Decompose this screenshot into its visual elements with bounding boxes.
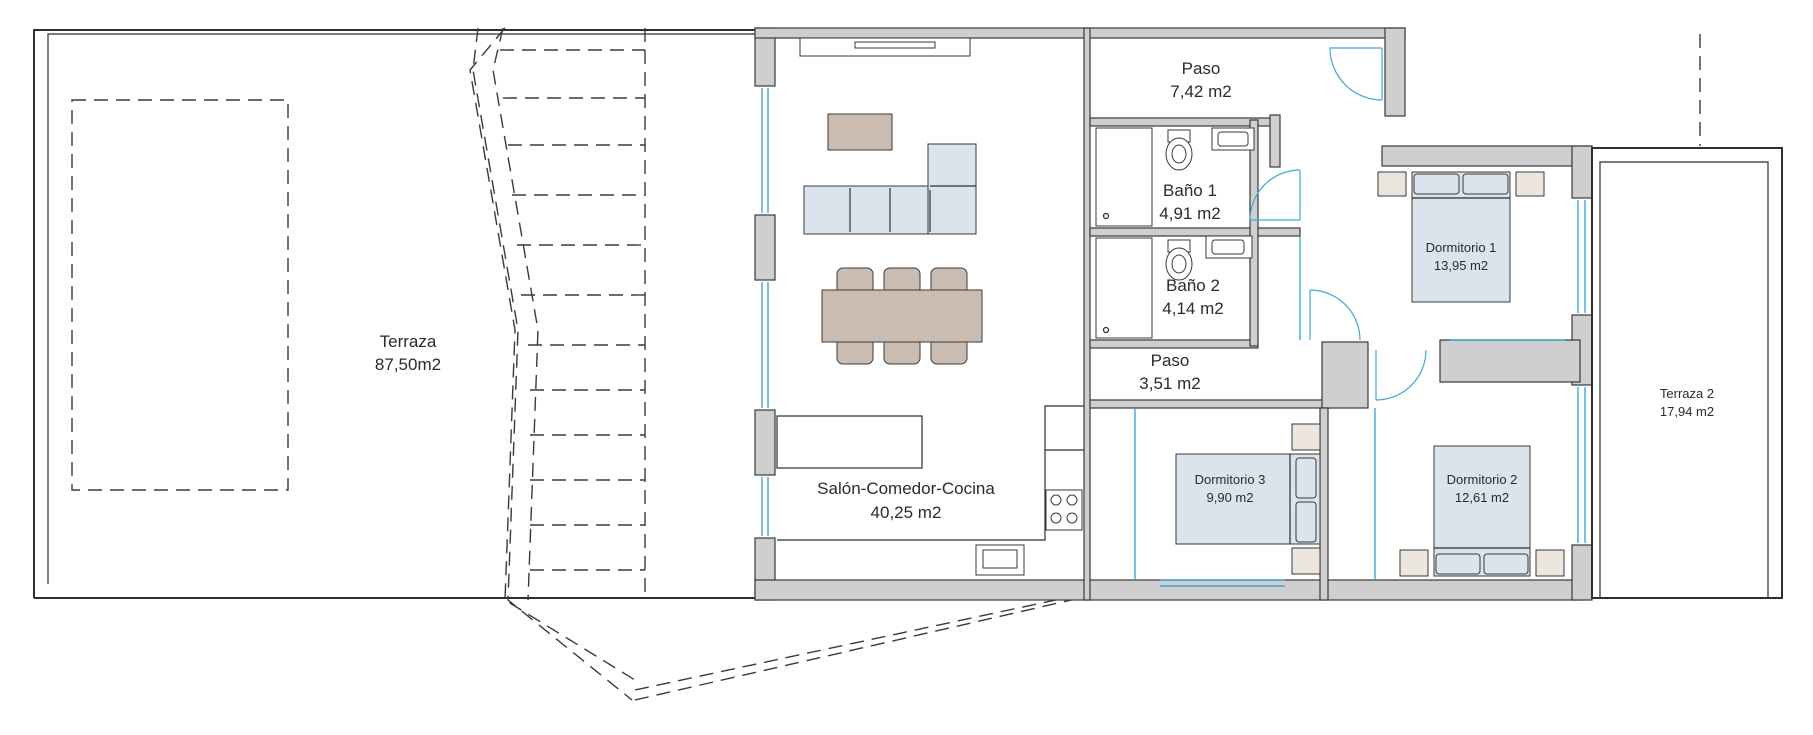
- bedroom-3: Dormitorio 3 9,90 m2: [1175, 423, 1321, 575]
- bathroom-2-area: 4,14 m2: [1162, 299, 1223, 318]
- cooktop: [1045, 489, 1083, 531]
- hallway-1-area: 7,42 m2: [1170, 82, 1231, 101]
- stairs: [469, 27, 1081, 701]
- bathtub-2: [1095, 237, 1153, 339]
- dining-table: [821, 289, 983, 343]
- walls: [754, 27, 1593, 601]
- kitchen-island: [776, 415, 923, 469]
- bathroom-1: Baño 1 4,91 m2: [1095, 127, 1255, 227]
- terrace-area-value: 87,50m2: [375, 355, 441, 374]
- terrace-2: Terraza 2 17,94 m2: [1591, 34, 1783, 599]
- hallway-2: Paso 3,51 m2: [1139, 351, 1200, 393]
- bedroom-1-name: Dormitorio 1: [1426, 240, 1497, 255]
- bathroom-2: Baño 2 4,14 m2: [1095, 235, 1253, 339]
- bedroom-3-area: 9,90 m2: [1207, 490, 1254, 505]
- coffee-table: [827, 113, 893, 151]
- living-dining-kitchen: Salón-Comedor-Cocina 40,25 m2: [776, 37, 1084, 576]
- terrace-2-area: 17,94 m2: [1660, 404, 1714, 419]
- terrace-name: Terraza: [380, 332, 437, 351]
- bathroom-2-name: Baño 2: [1166, 276, 1220, 295]
- bedroom-1: Dormitorio 1 13,95 m2: [1377, 171, 1545, 303]
- bedroom-1-area: 13,95 m2: [1434, 258, 1488, 273]
- bedroom-2: Dormitorio 2 12,61 m2: [1399, 445, 1565, 577]
- doors: [1249, 47, 1427, 401]
- hallway-1: Paso 7,42 m2: [1170, 59, 1231, 101]
- bathroom-1-name: Baño 1: [1163, 181, 1217, 200]
- hallway-1-name: Paso: [1182, 59, 1221, 78]
- pool-outline: [71, 99, 289, 491]
- bathtub-1: [1095, 127, 1153, 227]
- windows: [761, 88, 1586, 587]
- dining-set: [821, 267, 983, 365]
- living-name: Salón-Comedor-Cocina: [817, 479, 995, 498]
- terrace-2-name: Terraza 2: [1660, 386, 1714, 401]
- bedroom-2-area: 12,61 m2: [1455, 490, 1509, 505]
- sofa: [803, 143, 977, 235]
- bedroom-3-name: Dormitorio 3: [1195, 472, 1266, 487]
- bathroom-1-area: 4,91 m2: [1159, 204, 1220, 223]
- terrace-area: Terraza 87,50m2: [33, 27, 1081, 701]
- hallway-2-name: Paso: [1151, 351, 1190, 370]
- bedroom-2-name: Dormitorio 2: [1447, 472, 1518, 487]
- living-area: 40,25 m2: [871, 503, 942, 522]
- hallway-2-area: 3,51 m2: [1139, 374, 1200, 393]
